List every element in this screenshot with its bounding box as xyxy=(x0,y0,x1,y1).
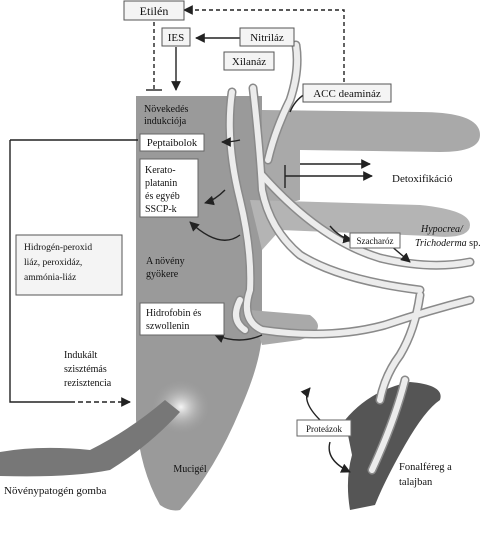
root-label-2: gyökere xyxy=(146,269,179,280)
proteazok-label: Proteázok xyxy=(306,424,342,434)
kerato-label-3: és egyéb xyxy=(145,191,180,202)
hydro-label-1: Hidrogén-peroxid xyxy=(24,243,92,253)
mucigel-label: Mucigél xyxy=(173,464,207,475)
kerato-label-4: SSCP-k xyxy=(145,204,177,215)
xilanaz-label: Xilanáz xyxy=(232,56,266,68)
hydrophobin-box: Hidrofobin és szwollenin xyxy=(139,302,225,336)
acc-deaminaz-box: ACC deamináz xyxy=(302,83,392,103)
ies-box: IES xyxy=(161,27,191,47)
acc-deaminaz-label: ACC deamináz xyxy=(313,88,381,100)
xilanaz-box: Xilanáz xyxy=(223,51,275,71)
hydrogen-peroxide-box: Hidrogén-peroxid liáz, peroxidáz, ammóni… xyxy=(15,234,123,296)
root-label-1: A növény xyxy=(146,256,185,267)
nitrilaz-label: Nitriláz xyxy=(250,32,284,44)
kerato-label-2: platanin xyxy=(145,178,177,189)
nematode-label-2: talajban xyxy=(399,477,433,488)
nematode-shape xyxy=(345,382,441,510)
szacharoz-box: Szacharóz xyxy=(349,232,401,249)
isr-label-2: szisztémás xyxy=(64,364,107,375)
nematode-label-1: Fonalféreg a xyxy=(399,462,452,473)
ies-label: IES xyxy=(168,32,185,44)
peptaibolok-label: Peptaibolok xyxy=(147,138,198,149)
pathogen-fungus-label: Növénypatogén gomba xyxy=(4,485,106,497)
hypocrea-label: Hypocrea/ xyxy=(420,224,464,235)
nitrilaz-box: Nitriláz xyxy=(239,27,295,47)
isr-label-1: Indukált xyxy=(64,350,98,361)
trichoderma-hyphae xyxy=(225,40,475,475)
trichoderma-label-sp: sp. xyxy=(467,238,481,249)
hydro-label-3: ammónia-liáz xyxy=(24,273,76,283)
hydrophobin-label-1: Hidrofobin és xyxy=(146,308,201,319)
etilen-box: Etilén xyxy=(123,0,185,21)
isr-label-3: rezisztencia xyxy=(64,378,112,389)
trichoderma-label: Trichoderma sp. xyxy=(415,238,481,249)
hydrophobin-label-2: szwollenin xyxy=(146,321,189,332)
hydro-label-2: liáz, peroxidáz, xyxy=(24,258,82,268)
etilen-label: Etilén xyxy=(140,4,169,18)
proteazok-box: Proteázok xyxy=(296,419,352,437)
detox-label: Detoxifikáció xyxy=(392,173,453,185)
kerato-label-1: Kerato- xyxy=(145,165,176,176)
trichoderma-label-genus: Trichoderma xyxy=(415,238,467,249)
arrows xyxy=(9,5,411,473)
peptaibolok-box: Peptaibolok xyxy=(139,133,205,152)
keratoplatanin-box: Kerato- platanin és egyéb SSCP-k xyxy=(139,158,199,218)
pathogen-fungus-shape xyxy=(0,400,180,477)
szacharoz-label: Szacharóz xyxy=(357,236,394,246)
noveked-label-1: Növekedés xyxy=(144,104,189,115)
noveked-label-2: indukciója xyxy=(144,116,187,127)
